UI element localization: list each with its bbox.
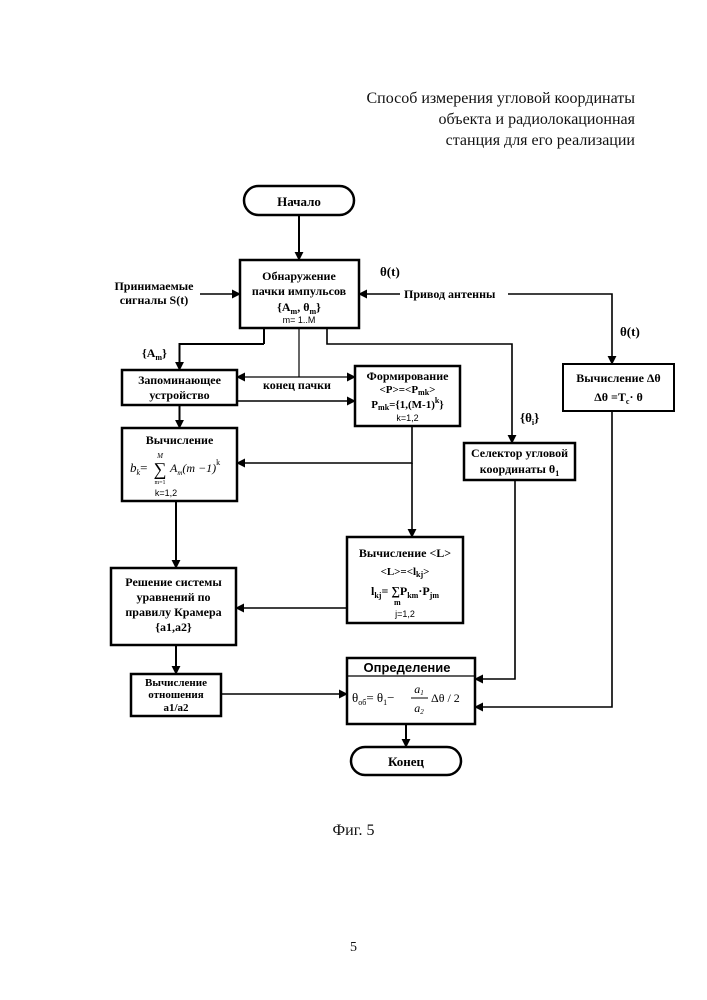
label-end-of-burst: конец пачки — [263, 378, 331, 392]
calc-b-sum-bot: m=1 — [154, 480, 165, 486]
arrow-selector-define — [475, 480, 515, 679]
detect-line-1: Обнаружение — [262, 269, 336, 283]
selector-line-1: Селектор угловой — [471, 446, 568, 460]
figure-caption: Фиг. 5 — [0, 822, 707, 840]
define-title: Определение — [363, 660, 450, 675]
label-theta-t-top: θ(t) — [380, 264, 400, 279]
calc-b-range: k=1,2 — [155, 488, 177, 498]
detect-range: m= 1..M — [283, 315, 316, 325]
calc-b-title: Вычисление — [146, 433, 214, 447]
page-number: 5 — [0, 940, 707, 956]
label-theta-i: {θi} — [520, 410, 539, 427]
delta-title: Вычисление Δθ — [576, 371, 660, 385]
arrow-detect-memory — [180, 344, 241, 370]
label-received-1: Принимаемые — [114, 279, 194, 293]
calc-l-formula: lkj= ∑Pkm·Pjm — [371, 584, 439, 600]
ratio-line-3: a1/a2 — [163, 702, 189, 714]
ratio-line-1: Вычисление — [145, 677, 207, 689]
solve-line-3: правилу Крамера — [125, 605, 221, 619]
define-tail: Δθ / 2 — [431, 691, 460, 705]
end-label: Конец — [388, 754, 425, 769]
solve-line-4: {a1,a2} — [155, 620, 192, 634]
label-theta-t-right: θ(t) — [620, 324, 640, 339]
calc-b-body: Am(m −1)k — [169, 458, 220, 477]
label-received-2: сигналы S(t) — [120, 293, 188, 307]
calc-l-range: j=1,2 — [394, 609, 415, 619]
start-label: Начало — [277, 194, 321, 209]
selector-line-2: координаты θ1 — [480, 462, 559, 478]
detect-line-2: пачки импульсов — [252, 284, 347, 298]
ratio-line-2: отношения — [148, 689, 203, 701]
calc-b-sigma: ∑ — [154, 459, 167, 479]
memory-line-2: устройство — [149, 388, 209, 402]
calc-l-title: Вычисление <L> — [359, 546, 451, 560]
label-am: {Am} — [142, 346, 167, 362]
solve-line-2: уравнений по — [136, 590, 210, 604]
label-antenna: Привод антенны — [404, 287, 496, 301]
memory-line-1: Запоминающее — [138, 373, 221, 387]
delta-eq: Δθ =Tc· θ — [594, 390, 642, 406]
arrow-antenna-delta — [508, 294, 612, 364]
solve-line-1: Решение системы — [125, 575, 222, 589]
form-title: Формирование — [367, 369, 450, 383]
calc-l-sum-sub: m — [394, 598, 401, 607]
arrow-form-calcb — [237, 426, 412, 463]
form-range: k=1,2 — [396, 413, 418, 423]
